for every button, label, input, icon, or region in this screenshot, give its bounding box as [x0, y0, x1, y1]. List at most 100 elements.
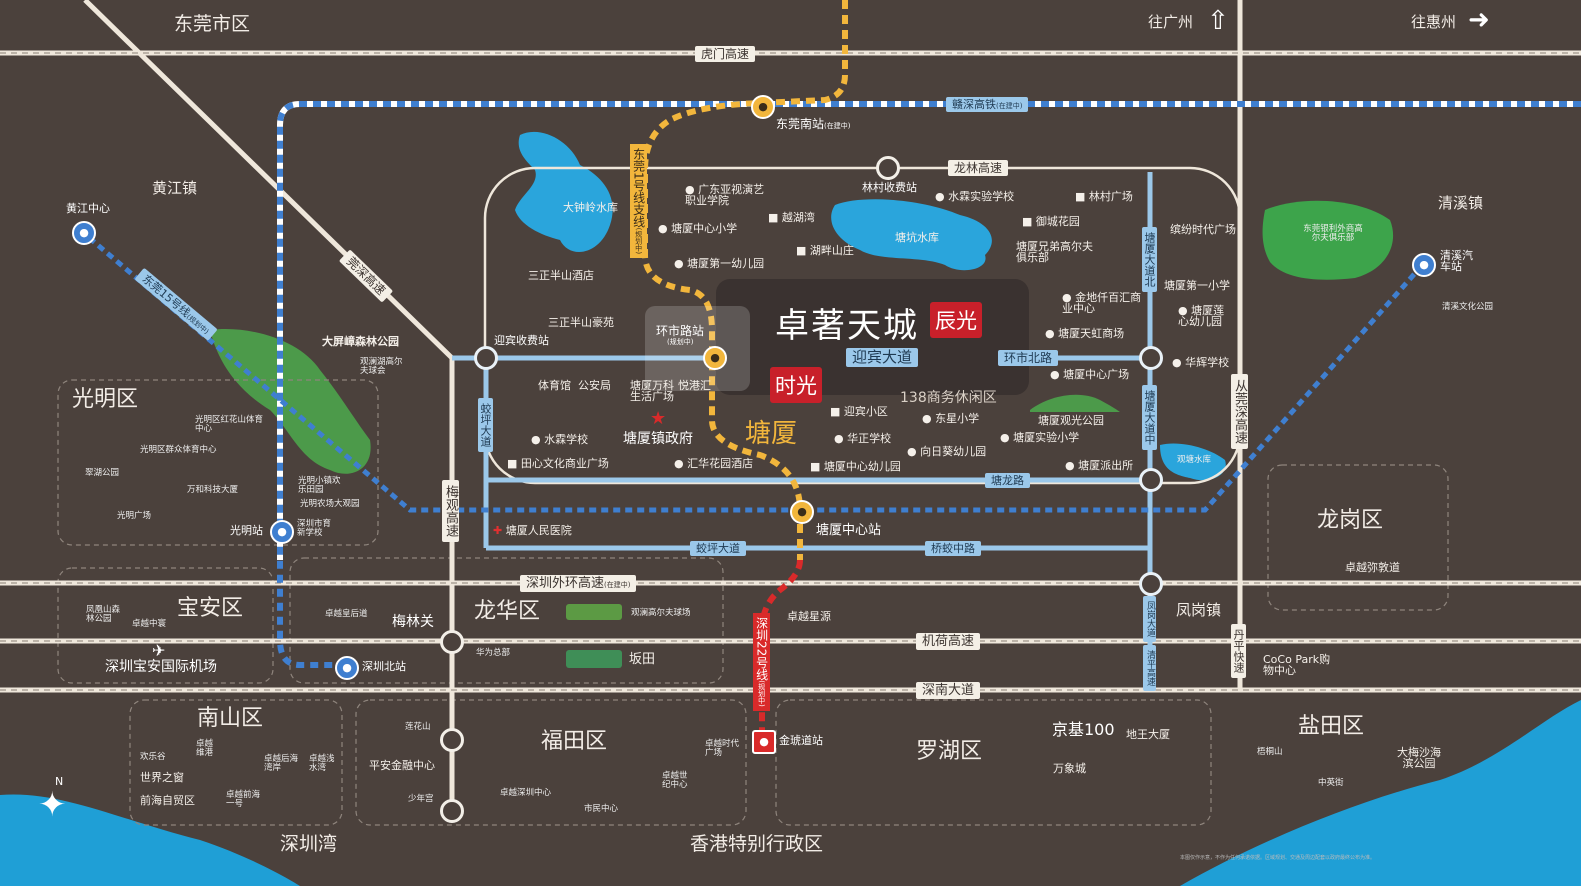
- rail-station-icon: ●: [335, 656, 359, 680]
- poi-icon: ●: [685, 183, 699, 196]
- poi-icon: ●: [907, 445, 921, 458]
- poi-icon: ●: [658, 222, 672, 235]
- road-humen: 虎门高速: [695, 46, 756, 62]
- poi: ● 水霖实验学校: [935, 190, 1015, 203]
- poi: ● 华正学校: [834, 432, 892, 445]
- poi: ■ 迎宾小区: [830, 405, 888, 418]
- golf-image: [566, 604, 622, 620]
- junction-circle-icon: [1139, 346, 1163, 370]
- poi: ● 东星小学: [922, 412, 980, 425]
- region-baoan: 宝安区: [177, 596, 244, 621]
- poi: ● 塘厦第一幼儿园: [674, 257, 765, 270]
- poi: 华为总部: [476, 648, 511, 658]
- poi: 市民中心: [584, 804, 619, 814]
- road-congguan: 从莞深高速: [1231, 374, 1248, 449]
- poi: 东莞银利外商高尔夫俱乐部: [1303, 224, 1363, 243]
- poi-meilinguan: 梅林关: [392, 614, 434, 630]
- road-huanshi-north: 环市北路: [998, 350, 1059, 366]
- junction-circle-icon: [1139, 468, 1163, 492]
- poi-hospital: ✚ 塘厦人民医院: [493, 524, 572, 537]
- junction-circle-icon: [440, 630, 464, 654]
- station-huanshi-note: (规划中): [667, 338, 694, 346]
- region-luohu: 罗湖区: [916, 739, 983, 764]
- region-nanshan: 南山区: [197, 706, 264, 731]
- project-name: 卓著天城: [775, 306, 919, 346]
- toll-yingbin: 迎宾收费站: [494, 334, 549, 347]
- region-qingxi: 清溪镇: [1438, 194, 1484, 212]
- poi: 世界之窗: [140, 771, 184, 784]
- road-shennan: 深南大道: [916, 682, 981, 699]
- poi: 少年宫: [408, 794, 434, 804]
- road-qingping: 清平高速: [1143, 645, 1156, 691]
- poi: ● 向日葵幼儿园: [907, 445, 987, 458]
- disclaimer: 本图仅作示意，不作为任何承诺依据。区域规划、交通及周边配套以政府最终公布为准。: [1180, 855, 1376, 861]
- poi: ● 塘厦莲心幼儿园: [1178, 304, 1225, 328]
- poi-reservoir: 大钟岭水库: [563, 201, 618, 214]
- compass-icon: ✦: [38, 785, 67, 825]
- junction-circle-icon: [1139, 572, 1163, 596]
- poi: 地王大厦: [1126, 728, 1170, 741]
- road-danping: 丹平快速: [1231, 624, 1246, 678]
- poi-icon: ■: [810, 460, 824, 473]
- poi: ● 塘厦天虹商场: [1045, 327, 1125, 340]
- center-town-label: 塘厦: [745, 419, 798, 449]
- poi: 凤凰山森林公园: [86, 605, 121, 624]
- bantian-image: [566, 650, 622, 668]
- poi: 前海自贸区: [140, 794, 195, 807]
- poi: 卓越弥敦道: [1345, 561, 1400, 574]
- poi: 光明农场大观园: [300, 499, 360, 509]
- rail-station-icon: ●: [72, 221, 96, 245]
- poi: 欢乐谷: [140, 752, 166, 762]
- poi: ■ 湖畔山庄: [796, 244, 854, 257]
- road-qiaojiao: 桥蛟中路: [925, 541, 981, 556]
- poi-icon: ●: [922, 412, 936, 425]
- poi-icon: ●: [1050, 368, 1064, 381]
- metro-station-icon: ●: [790, 500, 814, 524]
- road-fenggang: 凤岗大道: [1143, 596, 1156, 642]
- station-guangming: 光明站: [230, 524, 263, 537]
- project-tag-shiguang: 时光: [770, 367, 822, 403]
- station-jinhuadao: 金琥道站: [779, 734, 823, 747]
- poi: 体育馆: [538, 379, 571, 392]
- poi-icon: ●: [1045, 327, 1059, 340]
- poi-airport: 深圳宝安国际机场: [105, 659, 217, 675]
- poi-icon: ●: [531, 433, 545, 446]
- road-meiguan: 梅观高速: [442, 480, 459, 542]
- poi-icon: ■: [796, 244, 810, 257]
- road-tangxia-middle: 塘厦大道中: [1142, 385, 1157, 450]
- poi: ● 水霖学校: [531, 433, 589, 446]
- poi: 深圳市育新学校: [297, 519, 332, 538]
- poi: ● 塘厦中心小学: [658, 222, 738, 235]
- poi-kk100: 京基100: [1052, 720, 1115, 739]
- poi: 卓越后海湾岸: [264, 754, 299, 773]
- poi: 平安金融中心: [369, 759, 435, 772]
- poi: 光明区红花山体育中心: [195, 415, 264, 434]
- region-longhua: 龙华区: [474, 599, 541, 624]
- compass-label: N: [55, 775, 64, 788]
- rail-station-icon: ●: [1412, 253, 1436, 277]
- poi: 塘厦兄弟高尔夫俱乐部: [1016, 240, 1093, 264]
- poi-icon: ●: [674, 257, 688, 270]
- region-guangming: 光明区: [72, 387, 139, 412]
- airplane-icon: ✈: [152, 641, 166, 660]
- poi: 大梅沙海滨公园: [1397, 746, 1441, 770]
- poi-icon: ■: [830, 405, 844, 418]
- station-huanshi: 环市路站: [656, 324, 705, 338]
- road-jiaoping: 蛟坪大道: [690, 541, 746, 556]
- poi: ■ 越湖湾: [768, 211, 815, 224]
- arrow-right-icon: ➜: [1468, 5, 1490, 35]
- road-jihe: 机荷高速: [916, 633, 981, 650]
- region-longgang: 龙岗区: [1317, 508, 1384, 533]
- direction-huizhou: 往惠州: [1411, 13, 1457, 31]
- poi: CoCo Park购物中心: [1263, 653, 1331, 677]
- poi: ■ 林村广场: [1075, 190, 1133, 203]
- road-tangxia-north: 塘厦大道北: [1142, 227, 1157, 292]
- poi: 卓越浅水湾: [309, 754, 335, 773]
- station-highlight: [645, 306, 750, 391]
- poi: 卓越皇后道: [325, 609, 368, 619]
- toll-lincun: 林村收费站: [862, 181, 917, 194]
- line-dongguan-1: 东莞1号线支线(规划中): [630, 144, 647, 259]
- poi-icon: ●: [1178, 304, 1192, 317]
- metro-station-icon: ●: [703, 346, 727, 370]
- region-yantian: 盐田区: [1298, 714, 1365, 739]
